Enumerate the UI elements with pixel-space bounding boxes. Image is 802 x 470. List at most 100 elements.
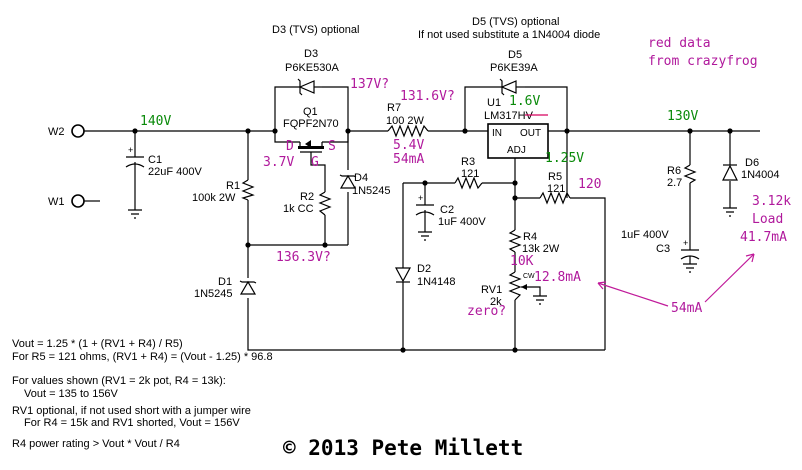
annotation-pin-g: G [311,155,319,170]
annotation-1-6v: 1.6V [509,94,540,109]
c3-label: C3 [656,243,670,255]
w2-label: W2 [48,126,65,138]
annotation-131v: 131.6V? [400,89,455,104]
arrow-54ma-to-load [704,253,755,303]
annotations: 140V 137V? 131.6V? 1.6V 130V D S G 3.7V … [140,36,791,319]
r6-value: 2.7 [667,177,682,189]
c1-label: C1 [148,154,162,166]
annotation-r4-10k: 10K [510,254,534,269]
annotation-130v: 130V [667,109,698,124]
d2-label: D2 [417,263,431,275]
annotation-54ma: 54mA [671,301,702,316]
r7-label: R7 [387,102,401,114]
r4-label: R4 [523,231,537,243]
zener-d4: D4 1N5245 [339,172,391,197]
u1-label: U1 [487,97,501,109]
u1-in-pin: IN [492,128,502,139]
note-formula: Vout = 1.25 * (1 + (RV1 + R4) / R5) [12,338,183,350]
c2-label: C2 [440,204,454,216]
c2-value: 1uF 400V [438,216,486,228]
capacitor-c1: + C1 22uF 400V [125,145,202,178]
note-r4-power: R4 power rating > Vout * Vout / R4 [12,438,180,450]
r7-value: 100 2W [386,115,425,127]
d5-label: D5 [508,49,522,61]
annotation-r5-120: 120 [578,177,601,192]
d2-part: 1N4148 [417,276,456,288]
d5-substitute-note: If not used substitute a 1N4004 diode [418,29,600,41]
annotation-r7-voltage: 5.4V [393,138,424,153]
diode-d6: D6 1N4004 [722,157,780,181]
svg-text:+: + [683,238,688,248]
r2-value: 1k CC [283,203,314,215]
r5-value: 121 [547,183,565,195]
note-values-shown: For values shown (RV1 = 2k pot, R4 = 13k… [12,375,226,387]
q1-part: FQPF2N70 [283,118,339,130]
annotation-1-25v: 1.25V [545,151,584,166]
r6-label: R6 [667,165,681,177]
note-rv1-optional: RV1 optional, if not used short with a j… [12,405,251,417]
annotation-140v: 140V [140,114,171,129]
svg-text:+: + [128,145,133,155]
notes: Vout = 1.25 * (1 + (RV1 + R4) / R5) For … [12,338,273,450]
r3-label: R3 [461,156,475,168]
r5-label: R5 [548,171,562,183]
terminal-w2: W2 [48,124,85,138]
resistor-r2: R2 1k CC [283,191,332,216]
annotation-r7-current: 54mA [393,152,424,167]
annotation-zero: zero? [467,304,506,319]
c3-value: 1uF 400V [621,229,669,241]
zener-d1: D1 1N5245 [194,276,257,300]
d5-part: P6KE39A [490,62,538,74]
resistor-r7: R7 100 2W [386,102,429,138]
mosfet-q1: Q1 FQPF2N70 [283,106,339,155]
rv1-cw-mark: CW [523,273,535,280]
rv1-value: 2k [490,296,502,308]
d3-part: P6KE530A [285,62,339,74]
d1-part: 1N5245 [194,288,233,300]
capacitor-c2: + C2 1uF 400V [415,193,486,228]
arrow-54ma-to-rv1 [597,282,669,307]
d3-label: D3 [304,48,318,60]
annotation-load-resistance: 3.12k [752,194,791,209]
note-vout-range: Vout = 135 to 156V [24,388,119,400]
d4-label: D4 [354,172,368,184]
r3-value: 121 [461,168,479,180]
annotation-12-8ma: 12.8mA [534,270,581,285]
regulator-u1: IN OUT ADJ U1 LM317HV [484,97,549,159]
annotation-from-crazyfrog: from crazyfrog [648,54,758,69]
r1-label: R1 [226,180,240,192]
annotation-pin-d: D [286,139,294,154]
annotation-load-current: 41.7mA [740,230,787,245]
u1-out-pin: OUT [520,128,541,139]
resistor-r6: R6 2.7 [667,164,697,189]
annotation-red-data: red data [648,36,711,51]
d6-label: D6 [745,157,759,169]
capacitor-c3: + C3 1uF 400V [621,229,700,262]
resistor-r4: R4 13k 2W [508,229,560,255]
r1-value: 100k 2W [192,192,236,204]
resistor-r3: R3 121 [454,156,483,190]
c1-value: 22uF 400V [148,166,202,178]
rv1-label: RV1 [481,284,502,296]
r2-label: R2 [300,191,314,203]
r4-value: 13k 2W [522,243,560,255]
annotation-136v: 136.3V? [276,250,331,265]
annotation-3-7v: 3.7V [263,155,294,170]
tvs-d3: D3 (TVS) optional D3 P6KE530A [272,24,359,96]
annotation-load: Load [752,212,783,227]
annotation-137v: 137V? [350,77,389,92]
note-r5: For R5 = 121 ohms, (RV1 + R4) = (Vout - … [12,351,273,363]
terminal-w1: W1 [48,194,85,208]
w1-label: W1 [48,196,65,208]
resistor-r1: R1 100k 2W [192,179,255,204]
diode-d2: D2 1N4148 [394,263,456,288]
arrowhead-54ma-to-rv1 [597,281,607,290]
junction-dots [132,128,733,353]
d3-optional-note: D3 (TVS) optional [272,24,359,36]
copyright-notice: © 2013 Pete Millett [283,436,523,460]
u1-adj-pin: ADJ [507,145,526,156]
u1-part: LM317HV [484,110,534,122]
d4-part: 1N5245 [352,185,391,197]
wires [84,86,760,351]
